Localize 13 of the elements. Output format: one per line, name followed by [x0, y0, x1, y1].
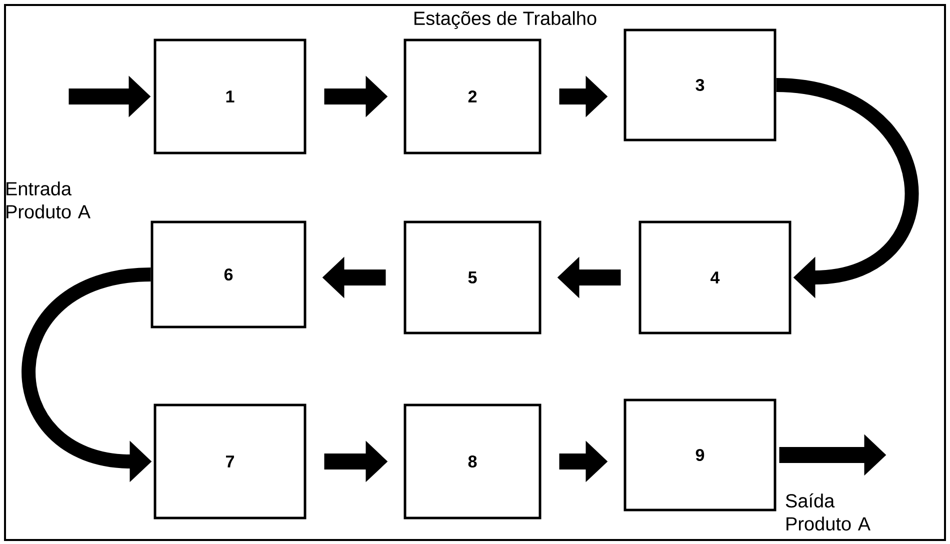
arrow [776, 78, 918, 298]
station-box: 3 [624, 28, 776, 142]
station-box: 5 [404, 220, 542, 334]
label: Entrada Produto A [6, 182, 91, 218]
title: Estações de Trabalho [414, 11, 596, 29]
station-box: 7 [154, 404, 306, 520]
station-box: 2 [404, 38, 542, 154]
station-box: 9 [624, 398, 776, 512]
label: Saída Produto A [786, 493, 870, 531]
station-box: 8 [404, 404, 542, 520]
station-box: 4 [638, 220, 792, 334]
station-box: 6 [150, 220, 306, 328]
station-box: 1 [154, 38, 306, 154]
